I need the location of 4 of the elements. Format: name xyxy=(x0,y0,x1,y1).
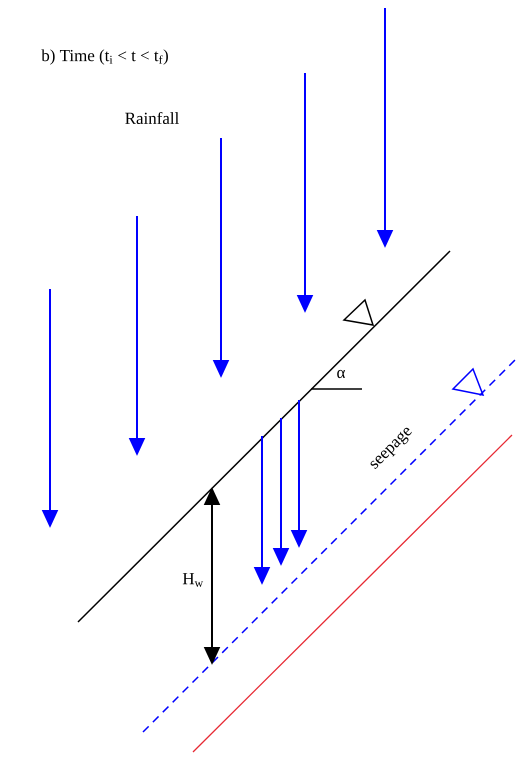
title: b) Time (t$_{i}$ < t < t$_{f}$) xyxy=(41,49,168,65)
height-label: H$_{w}$ xyxy=(182,573,204,587)
rainfall-label: Rainfall xyxy=(125,112,179,124)
angle-label: α xyxy=(337,370,346,378)
